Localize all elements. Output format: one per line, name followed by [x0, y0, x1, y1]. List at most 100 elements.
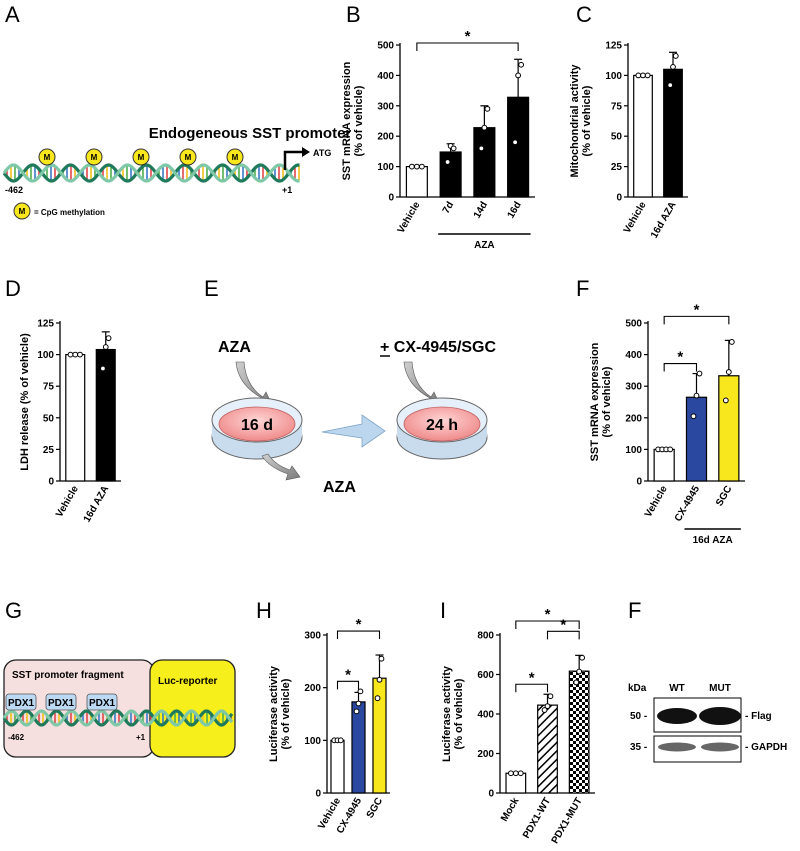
- category-label: Vehicle: [643, 484, 670, 520]
- data-point: [693, 392, 700, 399]
- y-tick-label: 200: [477, 749, 494, 760]
- data-point: [517, 770, 524, 777]
- y-axis-label: (% of vehicle): [280, 678, 292, 749]
- blot-band-gapdh-mut: [701, 742, 739, 752]
- pdx1-site-2: [45, 693, 77, 711]
- tss-arrow-icon: [283, 150, 302, 170]
- category-label: PDX1-WT: [521, 796, 553, 840]
- y-tick-label: 400: [477, 710, 494, 721]
- y-tick-label: 500: [377, 41, 394, 52]
- data-point: [541, 707, 548, 713]
- blot-row-gapdh: - GAPDH: [745, 742, 787, 753]
- y-tick-label: 125: [605, 41, 622, 52]
- y-axis-label: (% of vehicle): [581, 85, 593, 156]
- y-tick-label: 200: [304, 683, 321, 694]
- y-axis-label: LDH release (% of vehicle): [19, 333, 31, 471]
- data-point: [355, 700, 362, 707]
- methylation-marker-label: M: [185, 153, 192, 162]
- y-tick-label: 50: [43, 413, 55, 424]
- category-label: SGC: [714, 484, 734, 508]
- significance-bracket: [416, 42, 519, 51]
- aza-output-label: AZA: [323, 479, 356, 496]
- methylation-legend-text: = CpG methylation: [34, 208, 105, 217]
- pdx1-site-3-label: PDX1: [89, 698, 116, 709]
- y-tick-label: 200: [625, 413, 642, 424]
- data-point: [72, 351, 79, 358]
- data-point: [376, 676, 383, 683]
- panel-label-f: F: [576, 276, 589, 301]
- data-point: [635, 72, 642, 79]
- panel-label-a: A: [5, 2, 20, 27]
- data-point: [512, 139, 519, 146]
- y-axis-label: Luciferase activity: [441, 665, 453, 762]
- pdx1-site-3: [86, 693, 118, 711]
- methylation-marker-label: M: [44, 153, 51, 162]
- data-point: [667, 446, 674, 453]
- data-point: [444, 159, 451, 165]
- category-label: 16d AZA: [82, 484, 112, 524]
- bar: [372, 677, 387, 794]
- data-point: [518, 61, 525, 68]
- category-label: Mock: [499, 796, 522, 824]
- data-point: [374, 695, 381, 702]
- tss-arrowhead-icon: [302, 147, 310, 157]
- data-point: [728, 339, 735, 345]
- pdx1-site-1: [5, 693, 37, 711]
- blot-band-flag-wt: [657, 708, 697, 724]
- data-point: [478, 145, 485, 152]
- promoter-start: -462: [5, 185, 23, 195]
- dna-strand: [2, 163, 300, 183]
- y-tick-label: 200: [377, 132, 394, 143]
- data-point: [105, 335, 112, 342]
- bar: [663, 68, 683, 198]
- category-label: 16d AZA: [649, 200, 679, 240]
- bar: [653, 448, 675, 482]
- methylation-marker-label: M: [91, 153, 98, 162]
- bar: [473, 127, 496, 198]
- methylation-marker-icon: [85, 148, 103, 166]
- data-point: [508, 770, 514, 777]
- panel-label-c: C: [576, 2, 592, 27]
- bar: [505, 772, 527, 794]
- y-tick-label: 25: [611, 162, 623, 173]
- y-tick-label: 0: [48, 477, 54, 488]
- category-label: CX-4945: [673, 484, 702, 524]
- transfer-arrow-icon: [321, 414, 386, 448]
- bar: [718, 375, 740, 482]
- y-tick-label: 400: [625, 350, 642, 361]
- construct-start: -462: [8, 733, 25, 742]
- category-label: PDX1-MUT: [550, 796, 585, 846]
- y-axis-label: SST mRNA expression: [589, 342, 601, 461]
- data-point: [337, 737, 344, 744]
- category-label: Vehicle: [54, 484, 81, 520]
- category-label: SGC: [365, 796, 385, 820]
- blot-lane-mut: MUT: [709, 683, 731, 694]
- data-point: [573, 679, 580, 686]
- tss-label: ATG: [313, 148, 331, 158]
- blot-mw-50: 50 -: [630, 711, 647, 722]
- data-point: [544, 703, 551, 709]
- category-label: 14d: [472, 200, 490, 220]
- blot-row-flag: - Flag: [745, 711, 772, 722]
- data-point: [696, 370, 703, 377]
- western-blot: F kDa WT MUT 50 - - Flag 35 - - GAPDH: [628, 598, 787, 763]
- data-point: [102, 344, 109, 350]
- y-tick-label: 300: [625, 382, 642, 393]
- blot-band-gapdh-wt: [658, 742, 696, 752]
- data-point: [450, 145, 457, 152]
- y-tick-label: 300: [377, 101, 394, 112]
- workflow-diagram: AZA + CX-4945/SGC 16 d 24 h AZA: [211, 339, 497, 496]
- promoter-title: Endogeneous SST promoter: [149, 125, 352, 142]
- y-tick-label: 0: [388, 193, 394, 204]
- y-tick-label: 125: [37, 319, 54, 330]
- reporter-construct: SST promoter fragment Luc-reporter PDX1 …: [2, 659, 236, 758]
- data-point: [667, 82, 674, 89]
- panel-label-blot: F: [628, 598, 641, 623]
- y-tick-label: 0: [315, 789, 321, 800]
- data-point: [481, 124, 488, 131]
- panel-label-i: I: [440, 598, 446, 623]
- blot-band-flag-mut: [699, 707, 741, 725]
